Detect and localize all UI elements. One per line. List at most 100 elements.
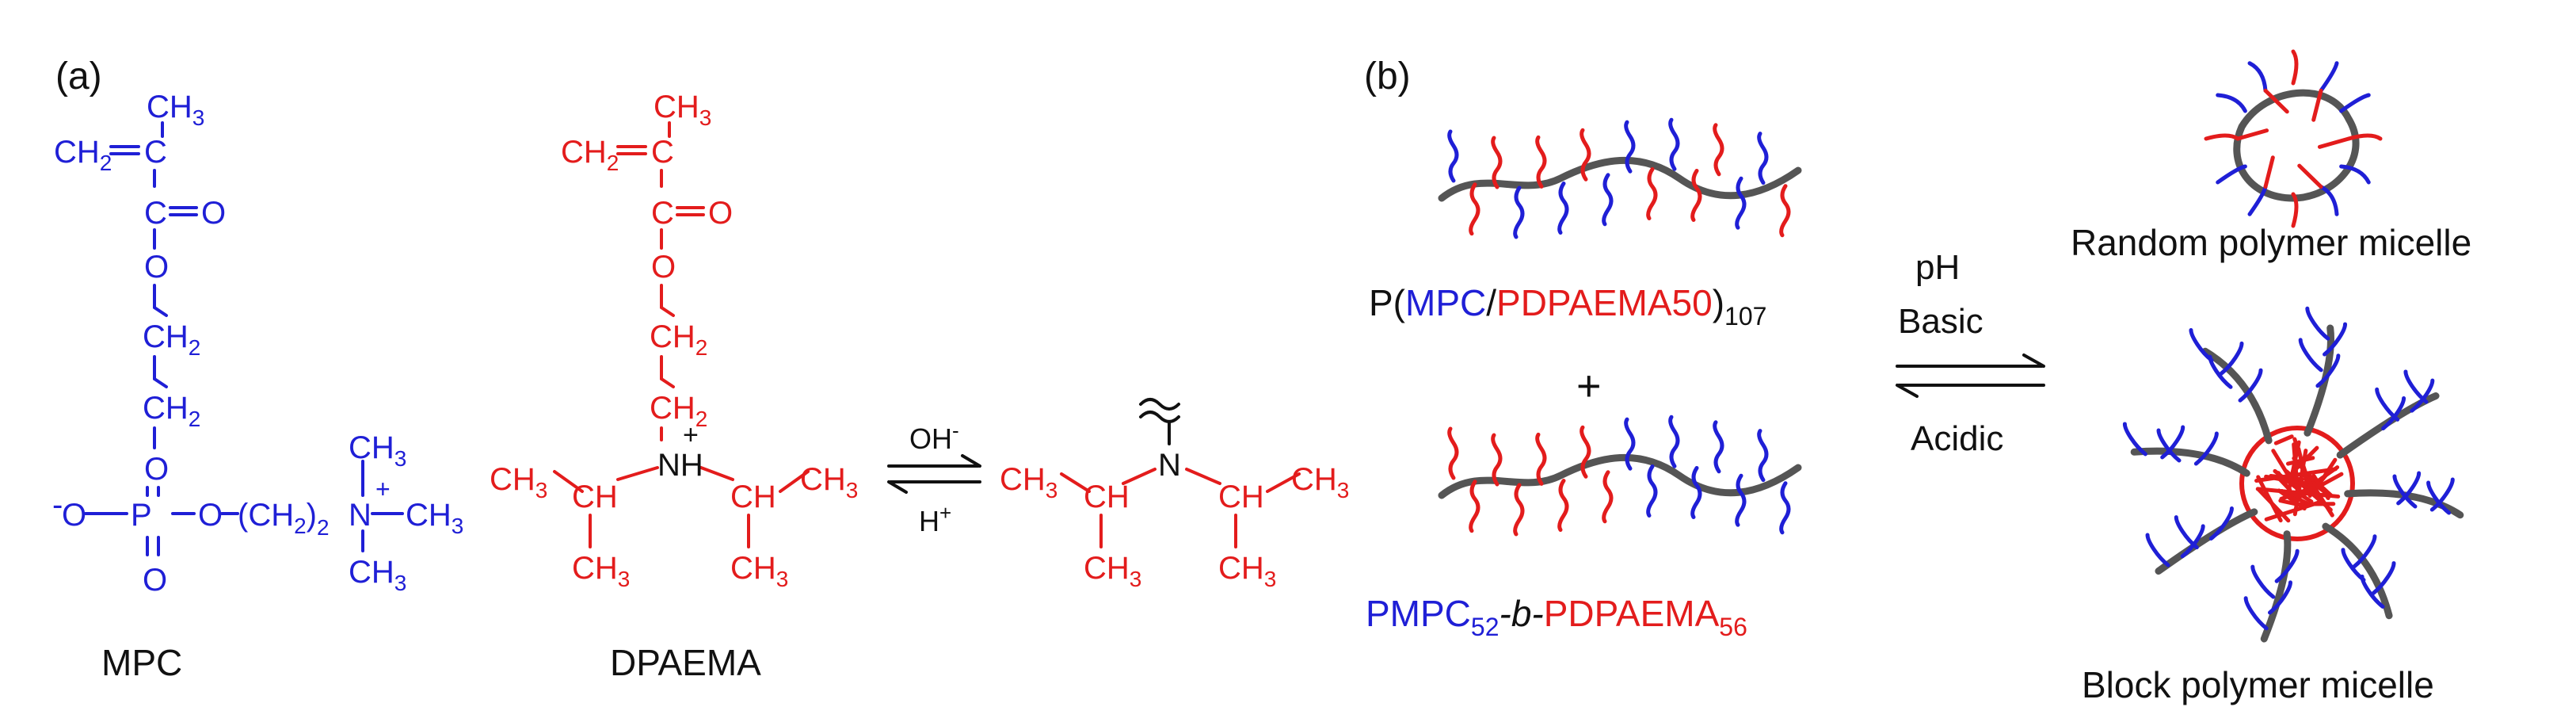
double-bond [677, 208, 703, 215]
side-chain [1515, 188, 1522, 237]
svg-text:O: O [144, 250, 169, 285]
svg-text:CH3: CH3 [1084, 551, 1141, 591]
panel-b-label: (b) [1364, 55, 1411, 97]
random-micelle-label: Random polymer micelle [2071, 222, 2471, 263]
forward-arrow [889, 456, 980, 466]
svg-text:H+: H+ [919, 501, 951, 537]
side-chain [1450, 132, 1457, 181]
bond [147, 487, 158, 495]
svg-text:+: + [683, 420, 699, 450]
micelle-arm [2321, 63, 2337, 91]
svg-text:C: C [651, 135, 674, 170]
side-chain [1759, 431, 1766, 480]
micelle-inner-chain [2319, 139, 2349, 147]
svg-text:CH: CH [572, 480, 618, 514]
random-copolymer-chain [1442, 120, 1798, 237]
micelle-arm [2293, 52, 2296, 83]
side-chain [1715, 125, 1722, 174]
svg-text:CH2: CH2 [650, 319, 707, 360]
side-chain [1538, 434, 1545, 483]
micelle-arm [2205, 351, 2269, 441]
deprotonated-structure: N CH3 CH CH3 CH CH3 CH3 [1000, 399, 1349, 591]
svg-text:O: O [143, 563, 167, 598]
side-chain [1515, 485, 1522, 534]
corona-chain [2307, 308, 2328, 338]
equilibrium-arrows-b: pH Basic Acidic [1897, 248, 2044, 458]
corona-chain [2406, 372, 2426, 402]
micelle-arm [2264, 534, 2288, 639]
side-chain [1737, 476, 1744, 525]
side-chain [1781, 186, 1789, 235]
svg-text:Basic: Basic [1898, 302, 1983, 341]
svg-text:CH3: CH3 [1000, 462, 1057, 502]
svg-text:CH2: CH2 [143, 391, 200, 431]
side-chain [1737, 178, 1744, 227]
svg-text:CH2: CH2 [143, 319, 200, 360]
svg-text:P: P [131, 498, 152, 533]
svg-text:O: O [198, 498, 223, 533]
bond [1187, 469, 1220, 483]
micelle-arm [2342, 95, 2369, 111]
double-bond [111, 147, 139, 154]
svg-text:O: O [201, 196, 226, 231]
svg-text:O: O [144, 452, 169, 487]
block-copolymer-chain [1442, 417, 1798, 534]
dpaema-caption: DPAEMA [610, 642, 761, 683]
corona-chain [2377, 389, 2398, 419]
random-copolymer-label: P(MPC/PDPAEMA50)107 [1369, 282, 1766, 331]
corona-chain [2300, 340, 2321, 370]
side-chain [1471, 482, 1478, 531]
svg-text:CH3: CH3 [349, 430, 406, 471]
side-chain [1648, 466, 1656, 515]
svg-text:CH3: CH3 [572, 551, 630, 591]
side-chain [1582, 427, 1589, 476]
wavy-bond [1141, 399, 1179, 422]
svg-text:CH: CH [730, 480, 776, 514]
mpc-structure: CH3 CH2 C C O O CH2 CH2 O - O P O O (CH2… [52, 90, 463, 598]
side-chain [1582, 130, 1589, 179]
svg-text:CH3: CH3 [406, 498, 463, 538]
svg-text:N: N [349, 498, 372, 533]
micelle-inner-chain [2300, 166, 2321, 186]
svg-text:CH3: CH3 [147, 90, 204, 130]
svg-text:CH3: CH3 [800, 462, 858, 502]
svg-text:pH: pH [1915, 248, 1960, 287]
side-chain [1671, 120, 1678, 169]
side-chain [1781, 483, 1789, 533]
micelle-arm [2293, 194, 2296, 226]
block-copolymer-label: PMPC52-b-PDPAEMA56 [1366, 593, 1747, 641]
side-chain [1560, 184, 1567, 233]
corona-chain [2147, 535, 2168, 565]
micelle-arm [2250, 63, 2265, 91]
svg-text:NH: NH [657, 448, 703, 483]
svg-text:O: O [62, 498, 86, 533]
side-chain [1648, 169, 1656, 218]
svg-text:CH3: CH3 [730, 551, 788, 591]
bond [618, 468, 657, 480]
dpaema-structure: CH3 CH2 C C O O CH2 CH2 NH + CH3 CH CH3 … [490, 90, 858, 591]
micelle-inner-chain [2265, 158, 2273, 187]
double-bond [618, 147, 646, 154]
bond [154, 285, 166, 315]
corona-chain [2191, 331, 2212, 361]
random-polymer-micelle [2206, 52, 2380, 226]
svg-text:N: N [1158, 448, 1181, 483]
svg-text:CH3: CH3 [654, 90, 711, 130]
micelle-core [2237, 93, 2356, 198]
svg-text:+: + [375, 475, 391, 503]
side-chain [1671, 417, 1678, 466]
reverse-arrow [889, 482, 980, 492]
double-bond [147, 537, 158, 555]
side-chain [1560, 481, 1567, 530]
svg-text:CH: CH [1084, 480, 1130, 514]
svg-text:CH3: CH3 [1218, 551, 1276, 591]
micelle-arm [2134, 451, 2246, 473]
svg-text:Acidic: Acidic [1911, 419, 2003, 458]
svg-text:OH-: OH- [909, 418, 959, 455]
svg-text:CH3: CH3 [1291, 462, 1349, 502]
svg-text:CH2: CH2 [561, 135, 619, 175]
side-chain [1693, 170, 1700, 220]
side-chain [1604, 472, 1611, 522]
